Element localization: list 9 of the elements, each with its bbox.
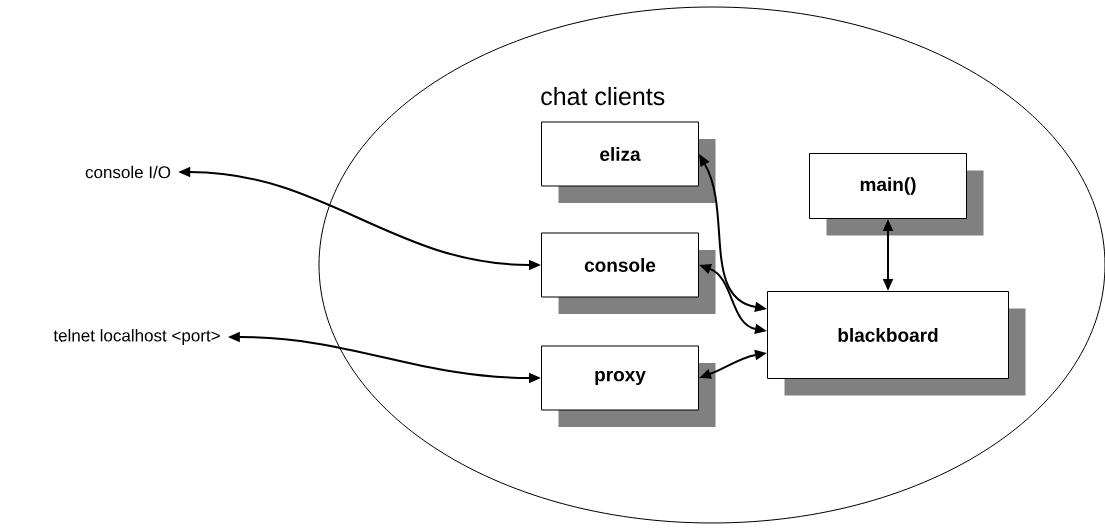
process-box: eliza [541, 121, 716, 203]
process-box: blackboard [767, 291, 1026, 396]
group-heading: chat clients [541, 86, 665, 106]
process-box: console [541, 232, 716, 314]
endpoint-text: telnet localhost <port> [53, 329, 220, 345]
process-box: main() [809, 153, 984, 236]
endpoint-text: console I/O [85, 165, 171, 179]
process-box: proxy [541, 345, 716, 427]
boundary-ellipse [318, 6, 1105, 524]
